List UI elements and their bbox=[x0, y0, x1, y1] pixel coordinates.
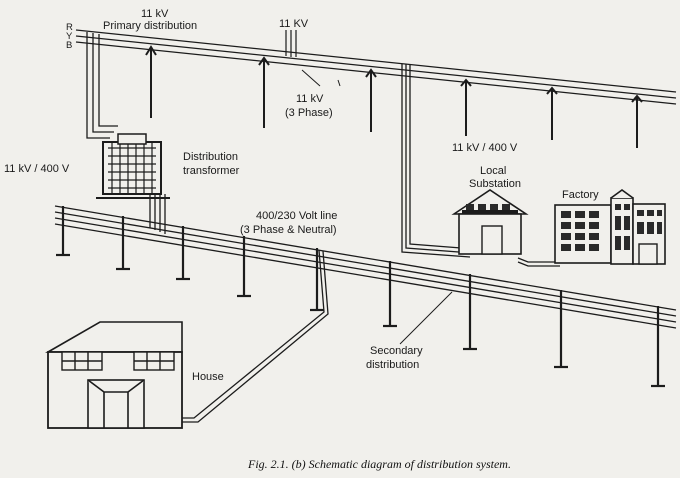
primary-pole bbox=[460, 78, 472, 136]
phase-r-label: R bbox=[66, 22, 73, 33]
factory-label: Factory bbox=[562, 189, 599, 201]
distribution-transformer-label-2: transformer bbox=[183, 165, 240, 177]
house-window bbox=[61, 351, 103, 371]
primary-distribution-label: Primary distribution bbox=[103, 20, 197, 32]
primary-pole bbox=[145, 45, 157, 118]
figure-caption: Fig. 2.1. (b) Schematic diagram of distr… bbox=[247, 457, 511, 471]
local-substation-label-1: Local bbox=[480, 165, 506, 177]
house-label: House bbox=[192, 371, 224, 383]
primary-poles bbox=[145, 45, 643, 148]
local-substation bbox=[451, 189, 529, 255]
factory-service-drop bbox=[517, 257, 560, 267]
primary-pole bbox=[365, 68, 377, 132]
secondary-distribution-label-1: Secondary bbox=[370, 345, 423, 357]
distribution-transformer bbox=[96, 133, 170, 199]
phase-y-label: Y bbox=[66, 31, 73, 42]
primary-pole bbox=[258, 56, 270, 128]
transformer-ratio-label: 11 kV / 400 V bbox=[4, 163, 70, 175]
secondary-pole bbox=[310, 248, 324, 312]
factory bbox=[554, 189, 666, 265]
three-phase-voltage-label: 11 kV bbox=[296, 93, 324, 105]
secondary-line-label-2: (3 Phase & Neutral) bbox=[240, 224, 337, 236]
house-door bbox=[87, 379, 145, 429]
local-substation-label-2: Substation bbox=[469, 178, 521, 190]
secondary-pole bbox=[651, 306, 665, 388]
primary-pole bbox=[631, 94, 643, 148]
house-window bbox=[133, 351, 175, 371]
house-service-drop bbox=[176, 249, 329, 423]
factory-windows bbox=[561, 211, 599, 251]
11kv-tap bbox=[285, 30, 297, 57]
substation-windows bbox=[466, 204, 510, 210]
transformer-lv-drop bbox=[149, 194, 166, 234]
primary-voltage-label: 11 kV bbox=[141, 8, 169, 20]
phase-b-label: B bbox=[66, 40, 72, 51]
primary-line bbox=[75, 29, 677, 105]
secondary-pole bbox=[116, 216, 130, 271]
primary-pole bbox=[546, 86, 558, 140]
secondary-pole bbox=[176, 226, 190, 281]
tap-voltage-label: 11 KV bbox=[279, 18, 309, 30]
secondary-poles bbox=[56, 206, 665, 388]
secondary-pole bbox=[56, 206, 70, 257]
distribution-transformer-label-1: Distribution bbox=[183, 151, 238, 163]
secondary-pole bbox=[237, 236, 251, 298]
house bbox=[45, 321, 183, 429]
secondary-line bbox=[54, 205, 677, 329]
transformer-hv-drop bbox=[86, 32, 118, 139]
secondary-pole bbox=[554, 290, 568, 369]
substation-ratio-label: 11 kV / 400 V bbox=[452, 142, 518, 154]
leader-lines bbox=[301, 69, 453, 345]
secondary-pole bbox=[463, 274, 477, 351]
substation-hv-drop bbox=[401, 64, 475, 258]
secondary-pole bbox=[383, 261, 397, 328]
three-phase-note-label: (3 Phase) bbox=[285, 107, 333, 119]
secondary-line-label-1: 400/230 Volt line bbox=[256, 210, 337, 222]
secondary-distribution-label-2: distribution bbox=[366, 359, 419, 371]
